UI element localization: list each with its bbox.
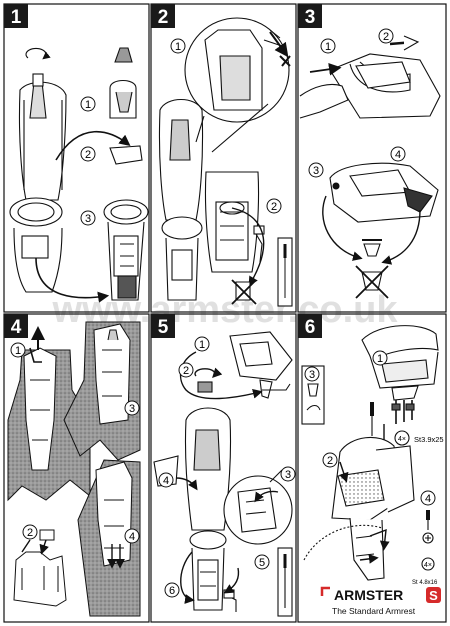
callout-6-2: 2 xyxy=(327,455,333,467)
screw-spec-1: 4× St3.9x25 xyxy=(398,435,444,444)
brand-tagline: The Standard Armrest xyxy=(332,606,416,616)
step-tabs: 1 2 3 4 5 6 xyxy=(4,4,322,338)
screw-size-1: St3.9x25 xyxy=(414,435,444,444)
brand-badge: S xyxy=(429,588,438,603)
screw-qty-2: 4× xyxy=(424,562,432,569)
brand-name: ARMSTER xyxy=(334,587,403,603)
step-number-4: 4 xyxy=(11,317,22,338)
panel-1-drawing xyxy=(9,47,149,303)
panel-3-callouts: 1 2 3 4 xyxy=(308,28,406,178)
step-number-3: 3 xyxy=(305,7,316,28)
callout-5-5: 5 xyxy=(259,557,265,569)
panel-2-drawing xyxy=(158,17,293,307)
callout-3-1: 1 xyxy=(325,41,331,53)
callout-6-4: 4 xyxy=(425,493,431,505)
panel-6-frame xyxy=(297,313,447,623)
callout-1-1: 1 xyxy=(85,99,91,111)
screw-spec-2: 4× St 4.8x16 xyxy=(412,562,438,586)
screw-qty-1: 4× xyxy=(398,436,406,443)
panel-6-callouts: 1 2 3 4 xyxy=(304,350,436,506)
callout-3-2: 2 xyxy=(383,31,389,43)
callout-2-1: 1 xyxy=(175,41,181,53)
panel-frames xyxy=(3,3,447,623)
panel-4-frame xyxy=(3,313,150,623)
callout-6-3: 3 xyxy=(309,369,315,381)
panel-2-frame xyxy=(150,3,297,313)
callout-4-3: 3 xyxy=(129,403,135,415)
callout-3-4: 4 xyxy=(395,149,401,161)
panel-3-drawing xyxy=(299,35,441,299)
step-number-2: 2 xyxy=(158,7,169,28)
callout-5-6: 6 xyxy=(169,585,175,597)
callout-1-2: 2 xyxy=(85,149,91,161)
callout-5-2: 2 xyxy=(183,365,189,377)
step-number-5: 5 xyxy=(158,317,169,338)
callout-1-3: 3 xyxy=(85,213,91,225)
panel-5-frame xyxy=(150,313,297,623)
callout-6-1: 1 xyxy=(377,353,383,365)
brand-logo: ARMSTER S The Standard Armrest xyxy=(320,586,441,616)
panel-3-frame xyxy=(297,3,447,313)
panel-2-callouts: 1 2 xyxy=(170,38,282,214)
panel-1-frame xyxy=(3,3,150,313)
callout-5-3: 3 xyxy=(285,469,291,481)
panel-5-drawing xyxy=(153,331,293,617)
callout-3-3: 3 xyxy=(313,165,319,177)
step-number-1: 1 xyxy=(11,7,22,28)
panel-4-callouts: 1 2 3 4 xyxy=(10,342,140,544)
callout-4-4: 4 xyxy=(129,531,135,543)
panel-6-drawing xyxy=(301,325,439,581)
callout-5-1: 1 xyxy=(199,339,205,351)
step-number-6: 6 xyxy=(305,317,316,338)
panel-1-callouts: 1 2 3 xyxy=(80,96,96,226)
panel-5-callouts: 1 2 3 4 5 6 xyxy=(158,336,296,598)
callout-4-1: 1 xyxy=(15,345,21,357)
callout-2-2: 2 xyxy=(271,201,277,213)
panel-4-drawing xyxy=(7,321,141,617)
screw-size-2: St 4.8x16 xyxy=(412,580,438,586)
callout-5-4: 4 xyxy=(163,475,169,487)
callout-4-2: 2 xyxy=(27,527,33,539)
